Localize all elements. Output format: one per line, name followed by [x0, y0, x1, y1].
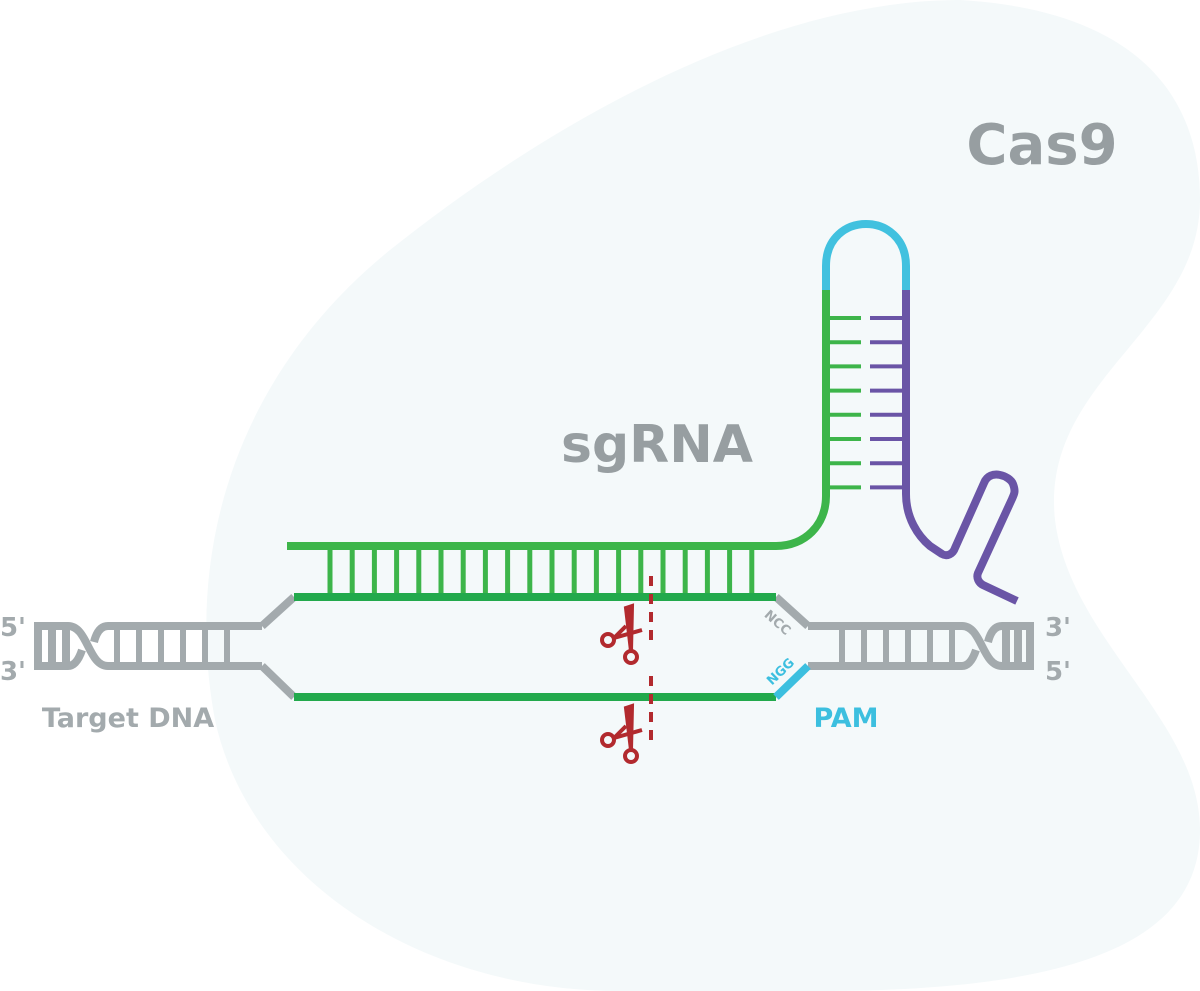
sgrna-label: sgRNA — [561, 415, 753, 475]
sgrna-target-base-pairs — [327, 550, 755, 593]
target-dna — [34, 594, 1034, 700]
cas9-protein-blob — [206, 0, 1200, 991]
scissors-icon — [600, 603, 643, 665]
dna-base-pairs-left — [114, 630, 230, 662]
right-top-end-label: 3' — [1045, 613, 1071, 643]
target-dna-label: Target DNA — [42, 703, 214, 734]
stem-base-pairs-purple — [870, 316, 902, 490]
scissors-icon — [600, 703, 643, 764]
right-bottom-end-label: 5' — [1045, 657, 1071, 687]
sgrna-strand — [287, 290, 830, 550]
left-bottom-end-label: 3' — [0, 657, 26, 687]
pam-segment — [773, 663, 811, 700]
pam-label: PAM — [813, 703, 878, 734]
left-top-end-label: 5' — [0, 613, 26, 643]
stem-base-pairs-green — [830, 316, 861, 490]
sgrna-loop — [822, 220, 910, 290]
sgrna-stem-partner — [902, 290, 1019, 605]
cas9-label: Cas9 — [966, 113, 1117, 178]
dna-base-pairs-right — [839, 630, 955, 662]
